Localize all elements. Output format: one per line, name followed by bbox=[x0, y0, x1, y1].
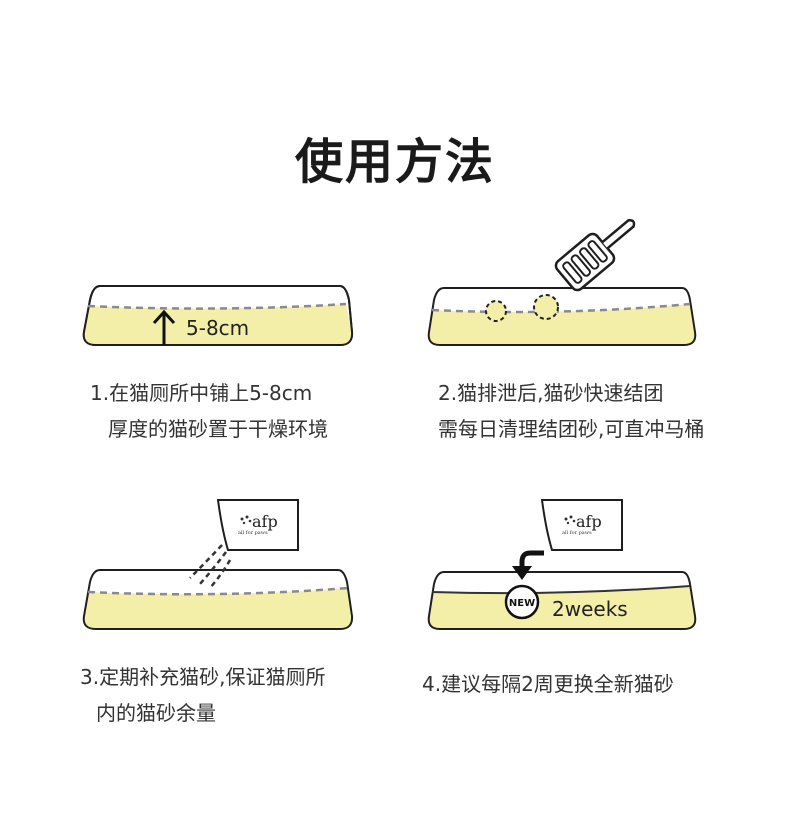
caption-line: 4.建议每隔2周更换全新猫砂 bbox=[422, 672, 674, 696]
step-4-caption: 4.建议每隔2周更换全新猫砂 bbox=[422, 666, 674, 702]
bag-logo: afp bbox=[576, 512, 602, 531]
litter-bag-icon: afp all for paws bbox=[216, 499, 299, 551]
litter-bag-icon: afp all for paws bbox=[540, 499, 623, 551]
caption-line: 需每日清理结团砂,可直冲马桶 bbox=[438, 417, 705, 441]
litter-tray bbox=[82, 569, 354, 630]
depth-label: 5-8cm bbox=[186, 316, 249, 340]
new-badge-label: NEW bbox=[509, 598, 535, 609]
caption-line: 3.定期补充猫砂,保证猫厕所 bbox=[80, 665, 326, 689]
page-title: 使用方法 bbox=[294, 134, 495, 190]
bag-sublogo: all for paws bbox=[238, 530, 268, 536]
litter-level-line bbox=[431, 585, 691, 595]
duration-label: 2weeks bbox=[552, 597, 628, 621]
new-badge: NEW bbox=[504, 584, 540, 620]
clump-icon bbox=[485, 300, 507, 322]
litter-fill bbox=[428, 586, 696, 629]
bag-sublogo: all for paws bbox=[562, 530, 592, 536]
pouring-litter-icon bbox=[189, 544, 232, 589]
litter-tray bbox=[427, 287, 697, 346]
caption-line: 1.在猫厕所中铺上5-8cm bbox=[90, 381, 313, 405]
litter-fill bbox=[83, 304, 353, 345]
step-3-caption: 3.定期补充猫砂,保证猫厕所 内的猫砂余量 bbox=[80, 659, 325, 731]
step-2-caption: 2.猫排泄后,猫砂快速结团 需每日清理结团砂,可直冲马桶 bbox=[438, 375, 704, 447]
litter-scoop-icon bbox=[554, 219, 636, 292]
caption-line: 厚度的猫砂置于干燥环境 bbox=[108, 417, 328, 441]
caption-line: 2.猫排泄后,猫砂快速结团 bbox=[438, 381, 664, 405]
arrow-down-icon bbox=[512, 550, 544, 580]
arrow-up-icon bbox=[152, 309, 176, 345]
step-1-caption: 1.在猫厕所中铺上5-8cm 厚度的猫砂置于干燥环境 bbox=[90, 375, 328, 447]
litter-fill bbox=[83, 588, 353, 629]
bag-logo: afp bbox=[252, 512, 278, 531]
litter-tray bbox=[427, 571, 697, 630]
clump-icon bbox=[533, 294, 559, 320]
caption-line: 内的猫砂余量 bbox=[96, 701, 216, 725]
